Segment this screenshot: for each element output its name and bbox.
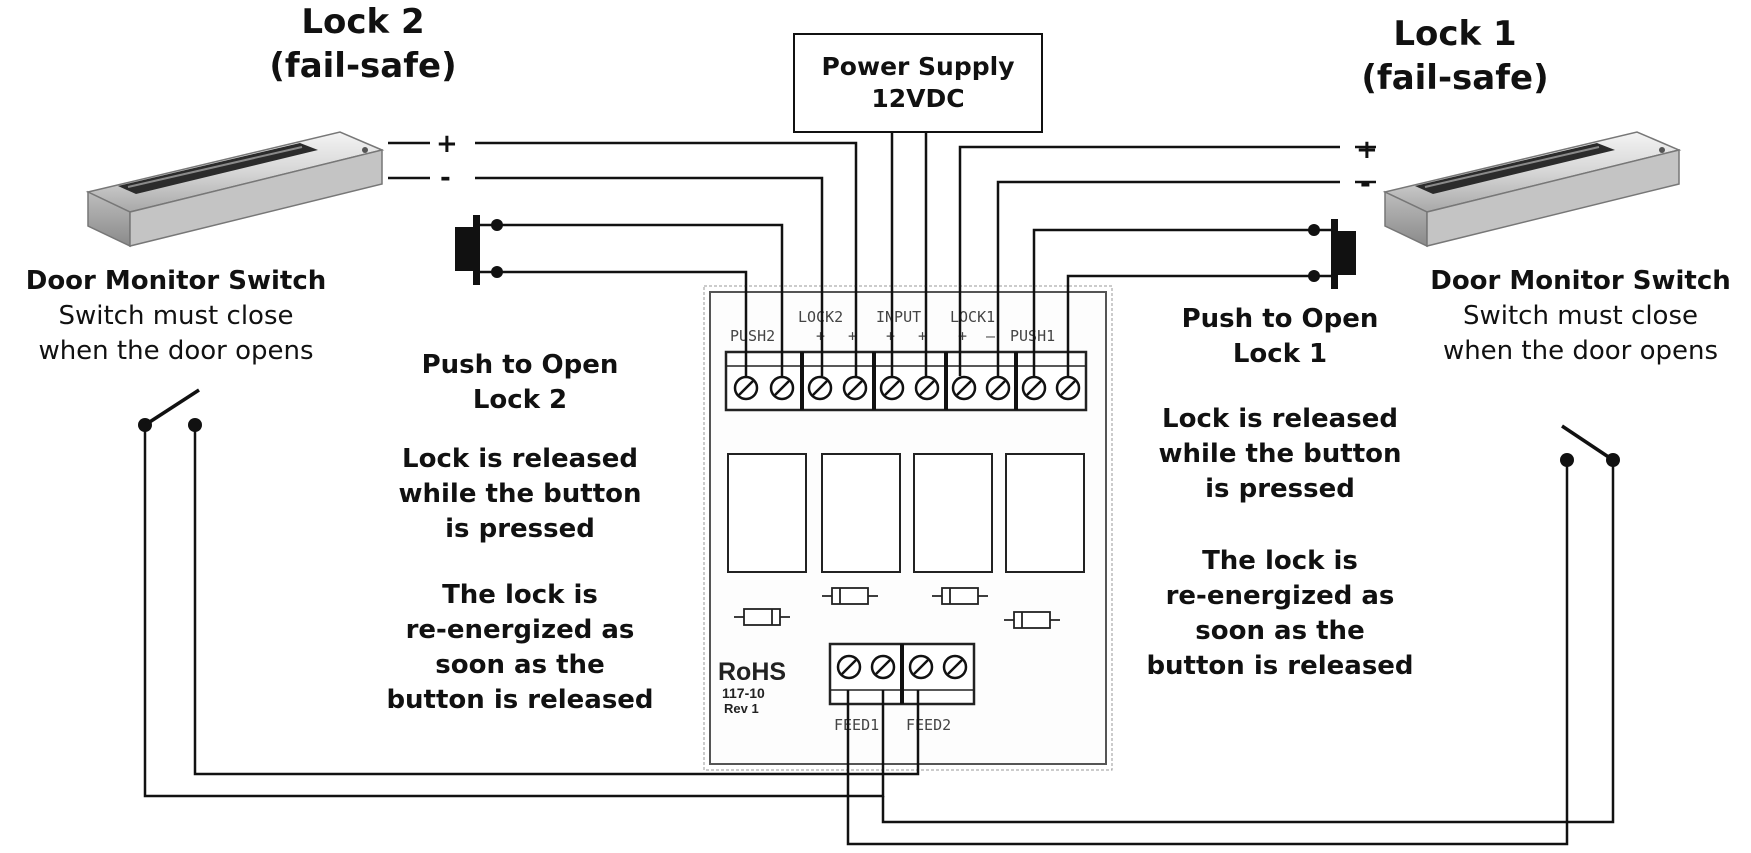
push-left-label: Push to Open Lock 2 — [360, 348, 680, 418]
push-right-released-line: Lock is released — [1162, 404, 1398, 434]
board-label-input: INPUT — [876, 308, 921, 326]
push-left-title: Push to Open — [421, 350, 619, 380]
board-label-push2: PUSH2 — [730, 327, 775, 345]
board-model: 117-10 — [722, 685, 765, 701]
door-switch-left-icon — [138, 388, 202, 432]
push-right-title: Push to Open — [1181, 304, 1379, 334]
controller-board: PUSH2 LOCK2 INPUT LOCK1 PUSH1 + + + + + … — [703, 285, 1113, 771]
push-right-reenergized-line: button is released — [1146, 651, 1414, 681]
push-right-label: Push to Open Lock 1 — [1120, 302, 1440, 372]
door-monitor-right-line2: when the door opens — [1442, 336, 1719, 366]
board-label-lock1: LOCK1 — [950, 308, 995, 326]
board-pin-sign: + — [848, 327, 857, 345]
polarity-minus-lock2: - — [440, 163, 451, 193]
wires — [143, 133, 1615, 846]
door-monitor-left-line2: when the door opens — [38, 336, 314, 366]
board-pin-sign: + — [886, 327, 895, 345]
feed-terminal-screws — [836, 654, 968, 680]
power-supply-title: Power Supply — [821, 52, 1015, 81]
board-label-lock2: LOCK2 — [798, 308, 843, 326]
push-button-lock2-icon — [455, 215, 503, 285]
board-rohs: RoHS — [718, 658, 786, 686]
push-left-lock: Lock 2 — [472, 385, 568, 415]
lock2-subtitle: (fail-safe) — [269, 46, 457, 86]
push-right-lock: Lock 1 — [1232, 339, 1328, 369]
terminal-screws — [733, 375, 1081, 401]
push-right-reenergized-line: re-energized as — [1165, 581, 1395, 611]
lock1-label: Lock 1 (fail-safe) — [1330, 12, 1580, 100]
door-switch-right-icon — [1560, 424, 1620, 467]
push-button-lock1-icon — [1308, 219, 1356, 289]
polarity-minus-lock1: - — [1360, 169, 1371, 199]
lock1-title: Lock 1 — [1393, 14, 1517, 54]
board-pin-sign: – — [986, 327, 996, 345]
lock1-magnet-icon — [1382, 131, 1682, 248]
board-pin-sign: + — [816, 327, 825, 345]
push-left-reenergized-line: re-energized as — [405, 615, 635, 645]
push-left-reenergized-line: The lock is — [442, 580, 598, 610]
door-monitor-left-title: Door Monitor Switch — [25, 266, 327, 296]
push-left-released-line: while the button — [398, 479, 642, 509]
board-pin-sign: + — [918, 327, 927, 345]
polarity-plus-lock1: + — [1356, 135, 1378, 165]
door-monitor-right-label: Door Monitor Switch Switch must close wh… — [1410, 264, 1751, 369]
power-supply-box: Power Supply 12VDC — [793, 33, 1043, 133]
push-right-released-line: is pressed — [1205, 474, 1355, 504]
board-label-feed1: FEED1 — [834, 716, 879, 734]
push-right-released-line: while the button — [1158, 439, 1402, 469]
door-monitor-right-line1: Switch must close — [1462, 301, 1698, 331]
door-monitor-left-line1: Switch must close — [58, 301, 294, 331]
push-left-reenergized-line: soon as the — [435, 650, 605, 680]
push-right-reenergized-line: soon as the — [1195, 616, 1365, 646]
diode — [734, 587, 1060, 629]
push-left-released: Lock is released while the button is pre… — [340, 442, 700, 547]
lock2-magnet-icon — [85, 131, 385, 248]
lock1-subtitle: (fail-safe) — [1361, 58, 1549, 98]
relay — [913, 453, 993, 573]
push-left-reenergized: The lock is re-energized as soon as the … — [340, 578, 700, 718]
lock2-title: Lock 2 — [301, 2, 425, 42]
door-monitor-right-title: Door Monitor Switch — [1430, 266, 1731, 296]
lock2-label: Lock 2 (fail-safe) — [238, 0, 488, 88]
push-right-reenergized: The lock is re-energized as soon as the … — [1110, 544, 1450, 684]
push-left-released-line: is pressed — [445, 514, 595, 544]
push-right-released: Lock is released while the button is pre… — [1110, 402, 1450, 507]
relay — [1005, 453, 1085, 573]
door-monitor-left-label: Door Monitor Switch Switch must close wh… — [0, 264, 352, 369]
push-left-released-line: Lock is released — [402, 444, 638, 474]
relay — [821, 453, 901, 573]
board-rev: Rev 1 — [724, 701, 759, 716]
relay — [727, 453, 807, 573]
push-left-reenergized-line: button is released — [386, 685, 654, 715]
board-pin-sign: + — [958, 327, 967, 345]
power-supply-voltage: 12VDC — [871, 84, 965, 113]
polarity-plus-lock2: + — [436, 129, 458, 159]
push-right-reenergized-line: The lock is — [1202, 546, 1358, 576]
board-label-feed2: FEED2 — [906, 716, 951, 734]
board-label-push1: PUSH1 — [1010, 327, 1055, 345]
